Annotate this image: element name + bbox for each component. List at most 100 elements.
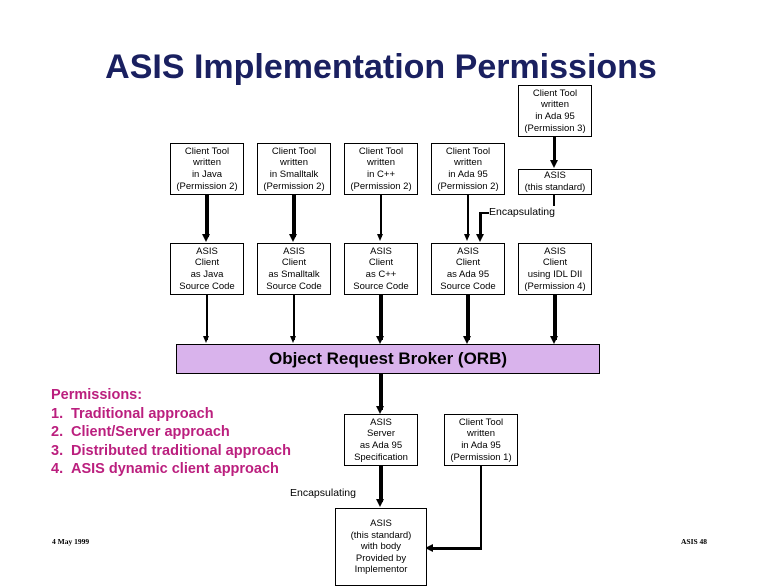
box-line: Provided by [355, 552, 407, 564]
box-line: Client Tool [271, 145, 317, 157]
connector-line [379, 466, 383, 502]
object-request-broker-bar: Object Request Broker (ORB) [176, 344, 600, 374]
box-line: in Ada 95 [448, 169, 488, 180]
permission-text: Traditional approach [71, 405, 214, 422]
box-line: ASIS [370, 518, 392, 530]
box-asis-this-standard: ASIS (this standard) [518, 169, 592, 195]
box-line: (Permission 2) [350, 180, 412, 192]
box-line: (Permission 2) [437, 180, 499, 192]
box-line: ASIS [283, 245, 305, 257]
connector-line [293, 295, 295, 340]
box-line: written [280, 157, 308, 169]
box-line: ASIS [196, 245, 218, 257]
permissions-heading: Permissions: [51, 387, 143, 403]
box-line: Source Code [353, 280, 409, 292]
connector-line [205, 195, 209, 237]
connector-line [380, 195, 382, 237]
box-asis-client-cpp-source: ASIS Client as C++ Source Code [344, 243, 418, 295]
permission-item-4: 4.ASIS dynamic client approach [51, 460, 291, 479]
box-asis-server-ada95-specification: ASIS Server as Ada 95 Specification [344, 414, 418, 466]
box-line: written [193, 157, 221, 169]
box-line: in C++ [367, 169, 395, 180]
connector-line [379, 295, 383, 340]
connector-line [553, 195, 555, 213]
box-line: as Smalltalk [268, 269, 320, 280]
box-client-tool-java-permission2: Client Tool written in Java (Permission … [170, 143, 244, 195]
connector-line [432, 547, 482, 550]
connector-arrow-down-icon [550, 336, 558, 344]
box-line: Client [542, 257, 568, 269]
footer-page-label: ASIS 48 [681, 537, 708, 546]
box-line: in Ada 95 [461, 440, 501, 451]
box-line: Client Tool [532, 87, 578, 99]
box-line: Specification [354, 451, 408, 463]
box-line: (Permission 1) [450, 451, 512, 463]
permission-text: Client/Server approach [71, 424, 230, 441]
box-line: Client [281, 257, 307, 269]
permission-item-1: 1. Traditional approach [51, 405, 291, 424]
footer-date: 4 May 1999 [52, 537, 90, 546]
permissions-legend: Permissions: 1. Traditional approach 2. Cl… [51, 386, 291, 479]
connector-line [466, 295, 470, 340]
box-line: as Java [190, 269, 224, 280]
box-line: in Ada 95 [535, 111, 575, 122]
connector-line [292, 195, 296, 237]
box-line: Source Code [440, 280, 496, 292]
box-line: ASIS [544, 245, 566, 257]
connector-line [553, 137, 556, 162]
permission-item-3: 3. Distributed traditional approach [51, 442, 291, 461]
box-line: as Ada 95 [359, 440, 403, 451]
connector-arrow-down-icon [376, 336, 384, 344]
connector-arrow-down-icon [376, 406, 384, 414]
box-line: (Permission 4) [524, 280, 586, 292]
connector-line [480, 466, 483, 549]
box-line: Implementor [354, 564, 408, 576]
box-line: Client [194, 257, 220, 269]
box-line: (this standard) [524, 182, 586, 193]
box-line: ASIS [544, 170, 566, 182]
box-line: Source Code [266, 280, 322, 292]
connector-arrow-down-icon [289, 234, 297, 242]
box-line: Client Tool [184, 145, 230, 157]
label-encapsulating-bottom: Encapsulating [290, 487, 356, 499]
permission-number: 3. [51, 442, 64, 459]
box-line: Client Tool [358, 145, 404, 157]
box-client-tool-ada95-permission3: Client Tool written in Ada 95 (Permissio… [518, 85, 592, 137]
connector-arrow-down-icon [202, 336, 209, 343]
box-line: written [467, 428, 495, 440]
permission-number: 1. [51, 405, 64, 422]
box-client-tool-smalltalk-permission2: Client Tool written in Smalltalk (Permis… [257, 143, 331, 195]
connector-line [206, 295, 208, 340]
permission-item-2: 2. Client/Server approach [51, 423, 291, 442]
connector-arrow-down-icon [202, 234, 210, 242]
permission-number: 4. [51, 461, 64, 478]
label-encapsulating-top: Encapsulating [489, 206, 555, 218]
connector-line [379, 374, 383, 410]
permission-text: Distributed traditional approach [71, 442, 291, 459]
permission-number: 2. [51, 424, 64, 441]
box-asis-client-java-source: ASIS Client as Java Source Code [170, 243, 244, 295]
box-line: in Smalltalk [269, 169, 319, 180]
box-line: (Permission 2) [263, 180, 325, 192]
box-line: written [454, 157, 482, 169]
connector-arrow-down-icon [475, 234, 484, 242]
box-line: in Java [191, 169, 223, 180]
box-line: using IDL DII [527, 269, 583, 280]
connector-line [478, 212, 482, 237]
box-asis-this-standard-with-body: ASIS (this standard) with body Provided … [335, 508, 427, 586]
box-line: (Permission 3) [524, 122, 586, 134]
box-line: (Permission 2) [176, 180, 238, 192]
box-line: written [367, 157, 395, 169]
box-client-tool-ada95-permission1: Client Tool written in Ada 95 (Permissio… [444, 414, 518, 466]
box-asis-client-idl-dii-permission4: ASIS Client using IDL DII (Permission 4) [518, 243, 592, 295]
box-line: as C++ [365, 269, 397, 280]
box-client-tool-cpp-permission2: Client Tool written in C++ (Permission 2… [344, 143, 418, 195]
box-client-tool-ada95-permission2: Client Tool written in Ada 95 (Permissio… [431, 143, 505, 195]
box-asis-client-ada95-source: ASIS Client as Ada 95 Source Code [431, 243, 505, 295]
connector-arrow-down-icon [289, 336, 296, 343]
page-title: ASIS Implementation Permissions [105, 48, 657, 86]
box-line: written [541, 99, 569, 111]
box-line: as Ada 95 [446, 269, 490, 280]
connector-arrow-down-icon [376, 499, 384, 507]
connector-arrow-down-icon [376, 234, 383, 241]
